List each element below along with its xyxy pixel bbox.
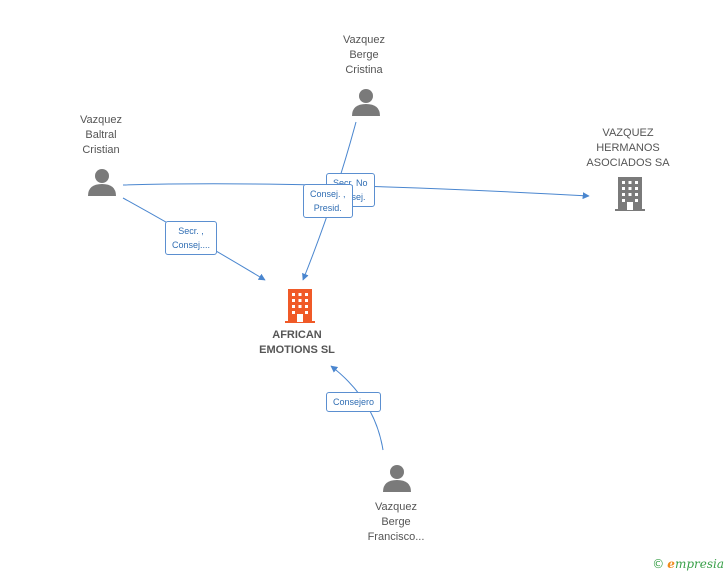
brand-initial: e — [667, 557, 675, 571]
person-icon[interactable] — [352, 88, 380, 118]
label-line: ASOCIADOS SA — [586, 157, 670, 169]
edge-label-line: Consej. , — [310, 189, 346, 199]
building-icon[interactable] — [614, 176, 646, 212]
edge-label-baltral-african[interactable]: Secr. , Consej.... — [165, 221, 218, 255]
copyright-icon: © — [652, 557, 665, 571]
node-label-vazquez-berge-cristina[interactable]: Vazquez Berge Cristina — [343, 33, 385, 78]
edge-label-line: Consej.... — [172, 240, 211, 250]
node-label-vazquez-baltral-cristian[interactable]: Vazquez Baltral Cristian — [80, 113, 122, 158]
label-line: Baltral — [85, 129, 117, 141]
edge-label-francisco-african[interactable]: Consejero — [326, 392, 382, 412]
label-line: EMOTIONS SL — [259, 344, 335, 356]
label-line: Cristian — [82, 144, 120, 156]
node-label-african-emotions[interactable]: AFRICAN EMOTIONS SL — [259, 328, 335, 358]
label-line: Francisco... — [367, 531, 425, 543]
label-line: Cristina — [345, 64, 383, 76]
label-line: Vazquez — [374, 501, 417, 513]
edge-label-line: Consejero — [333, 397, 375, 407]
label-line: VAZQUEZ — [602, 127, 654, 139]
node-label-vazquez-hermanos[interactable]: VAZQUEZ HERMANOS ASOCIADOS SA — [586, 126, 669, 171]
building-icon[interactable] — [284, 288, 316, 324]
brand-logo: ©empresia — [652, 557, 724, 571]
label-line: Berge — [381, 516, 411, 528]
edge-label-line: Secr. , — [178, 226, 204, 236]
label-line: AFRICAN — [272, 329, 322, 341]
edge-label-line: Secr. No — [333, 178, 368, 188]
label-line: Vazquez — [80, 114, 122, 126]
node-label-vazquez-berge-francisco[interactable]: Vazquez Berge Francisco... — [368, 500, 425, 545]
person-icon[interactable] — [88, 168, 116, 198]
person-icon[interactable] — [383, 464, 411, 494]
label-line: Berge — [349, 49, 379, 61]
edge-label-cristina-african[interactable]: Consej. , Presid. — [303, 184, 353, 218]
label-line: Vazquez — [343, 34, 385, 46]
edge-label-line: Presid. — [313, 203, 342, 213]
label-line: HERMANOS — [596, 142, 660, 154]
brand-name: mpresia — [674, 557, 724, 571]
